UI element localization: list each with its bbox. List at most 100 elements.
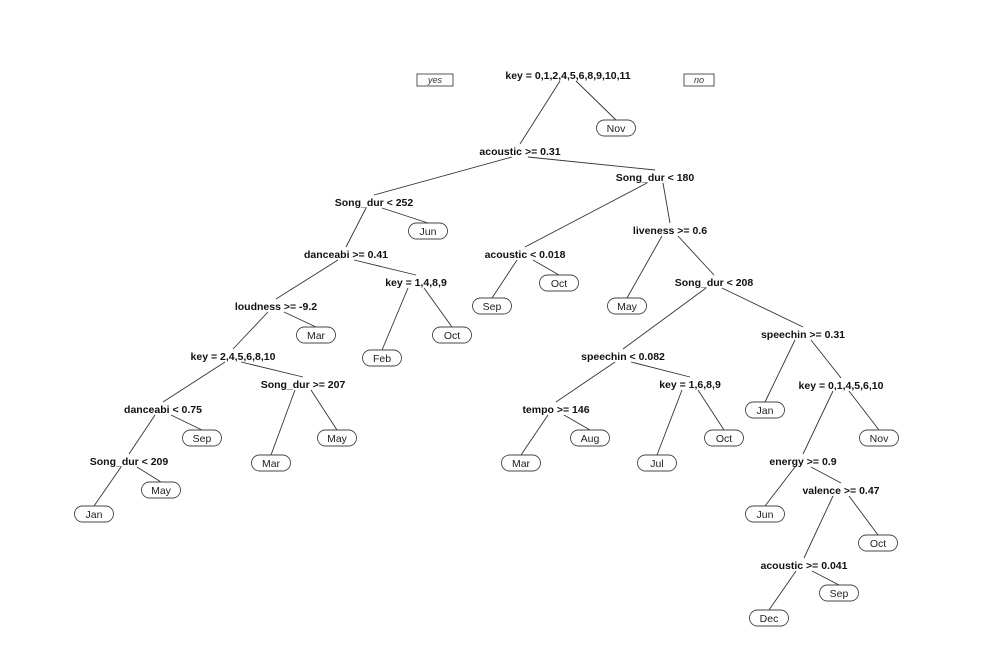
edge-root-yes-yes-yes-yes-yes-no-yes (270, 389, 296, 456)
leaf-label-root-yes-yes-yes-yes-yes-yes-no: Sep (193, 433, 212, 445)
split-label-root-yes-yes-yes-yes-yes-no: Song_dur >= 207 (261, 379, 346, 391)
edge-root-yes-no-no-no-no-no-yes-no-yes-no (811, 570, 840, 586)
leaf-box-root-yes-no-no-no-yes-yes-yes (501, 454, 541, 472)
edge-root-yes-no-no-no-no-no-yes-no-yes (803, 495, 834, 559)
split-label-root-yes-yes: Song_dur < 252 (335, 197, 414, 209)
split-label-root-yes-no-no-no-no: speechin >= 0.31 (761, 329, 845, 341)
leaf-box-root-yes-no-no-no-yes-no-yes (637, 454, 677, 472)
edge-root-yes-yes-yes-yes-no (283, 311, 317, 328)
split-label-root-yes: acoustic >= 0.31 (479, 146, 560, 158)
edge-root-yes-yes-yes-yes-yes (232, 311, 269, 350)
leaf-label-root-yes-no-no-no-no-no-yes-no-no: Oct (870, 538, 886, 550)
edge-root-yes-no-no-no-no-no (810, 339, 842, 379)
edge-root-yes-yes-yes-yes-yes-yes (162, 361, 226, 403)
yes-legend-label: yes (427, 75, 443, 85)
split-label-root-yes-yes-yes-yes: loudness >= -9.2 (235, 301, 317, 313)
edge-root-yes-no-no-no-no-no-yes (802, 390, 834, 455)
leaf-box-root-yes-yes-yes-no-no (432, 326, 472, 344)
no-legend-box (683, 73, 715, 87)
leaf-box-root-yes-no-no-no-no-no-yes-no-yes-no (819, 584, 859, 602)
edge-root-yes-no-no-no-no-no-yes-yes (764, 466, 796, 507)
leaf-label-root-yes-yes-yes-no-yes: Feb (373, 353, 391, 365)
leaf-box-root-yes-yes-yes-yes-yes-no-no (317, 429, 357, 447)
leaf-label-root-yes-yes-yes-yes-yes-yes-yes-no: May (151, 485, 172, 497)
edge-root-yes-yes-yes-yes-yes-no (240, 361, 304, 378)
split-label-root-yes-yes-yes-yes-yes-yes: danceabi < 0.75 (124, 404, 202, 416)
leaf-label-root-yes-no-no-no-no-no-yes-no-yes-no: Sep (830, 588, 849, 600)
edge-root-yes-no-no-no-no-no-yes-no-yes-yes (768, 570, 797, 611)
edge-root-yes-no-yes-no (532, 259, 560, 276)
leaf-box-root-yes-no-no-yes (607, 297, 647, 315)
edge-root-yes-no-no-no (677, 235, 715, 276)
leaf-label-root-yes-no-yes-yes: Sep (483, 301, 502, 313)
split-label-root-yes-yes-yes: danceabi >= 0.41 (304, 249, 388, 261)
edge-root-yes-no-yes-yes (491, 259, 518, 299)
split-label-root-yes-no-no-no-yes-no: key = 1,6,8,9 (659, 379, 721, 391)
leaf-label-root-yes-no-no-no-no-yes: Jan (757, 405, 774, 417)
edge-root-yes-yes (373, 156, 513, 196)
leaf-label-root-yes-no-no-no-yes-no-yes: Jul (650, 458, 663, 470)
leaf-label-root-yes-no-yes-no: Oct (551, 278, 567, 290)
edge-root-yes-no-no-no-yes (622, 287, 707, 350)
tree-nodes: key = 0,1,2,4,5,6,8,9,10,11 acoustic >= 0… (74, 70, 899, 627)
leaf-box-root-yes-no-no-no-no-no-yes-yes (745, 505, 785, 523)
leaf-label-root-yes-yes-yes-yes-yes-no-yes: Mar (262, 458, 281, 470)
leaf-box-root-yes-yes-yes-yes-yes-yes-no (182, 429, 222, 447)
split-label-root: key = 0,1,2,4,5,6,8,9,10,11 (505, 70, 630, 82)
edge-root-yes (519, 80, 561, 145)
leaf-box-root-yes-yes-no (408, 222, 448, 240)
edge-root-yes-no-no-no-no (721, 287, 804, 328)
edge-root-yes-no-no-no-yes-yes (555, 361, 616, 403)
edge-root-yes-yes-yes-yes (275, 259, 339, 300)
tree-edges (93, 80, 880, 611)
split-label-root-yes-no-no-no-no-no-yes-no: valence >= 0.47 (802, 485, 879, 497)
leaf-box-root-yes-yes-yes-yes-yes-yes-yes-yes (74, 505, 114, 523)
leaf-label-root-yes-no-no-no-no-no-yes-no-yes-yes: Dec (760, 613, 779, 625)
edge-root-yes-yes-yes-yes-yes-no-no (310, 389, 338, 431)
split-label-root-yes-no-no-no-yes-yes: tempo >= 146 (522, 404, 589, 416)
leaf-box-root-yes-no-no-no-no-no-no (859, 429, 899, 447)
split-label-root-yes-no-no-no: Song_dur < 208 (675, 277, 754, 289)
edge-root-no (575, 80, 617, 121)
split-label-root-yes-yes-yes-no: key = 1,4,8,9 (385, 277, 447, 289)
leaf-label-root-yes-yes-no: Jun (420, 226, 437, 238)
edge-root-yes-no-no-no-yes-yes-yes (520, 414, 549, 456)
leaf-label-root-yes-no-no-no-no-no-yes-yes: Jun (757, 509, 774, 521)
edge-root-yes-yes-yes-yes-yes-yes-yes-yes (93, 466, 122, 507)
legend: yes no (416, 73, 715, 87)
leaf-box-root-yes-yes-yes-no-yes (362, 349, 402, 367)
leaf-box-root-yes-no-no-no-no-no-yes-no-no (858, 534, 898, 552)
edge-root-yes-no-no-yes (626, 235, 663, 299)
leaf-label-root-yes-no-no-no-yes-no-no: Oct (716, 433, 732, 445)
leaf-box-root-yes-yes-yes-yes-no (296, 326, 336, 344)
edge-root-yes-yes-yes (345, 207, 367, 248)
edge-root-yes-no-no-no-no-no-no (848, 390, 880, 431)
split-label-root-yes-no-no-no-yes: speechin < 0.082 (581, 351, 665, 363)
edge-root-yes-no-no-no-no-yes (764, 339, 796, 403)
leaf-box-root-yes-no-no-no-yes-no-no (704, 429, 744, 447)
edge-root-yes-yes-yes-yes-yes-yes-yes (128, 414, 156, 455)
edge-root-yes-yes-yes-no (353, 259, 417, 276)
edge-root-yes-no-no (662, 182, 671, 224)
edge-root-yes-yes-yes-no-yes (381, 287, 409, 351)
edge-root-yes-no-yes (524, 182, 648, 248)
edge-root-yes-yes-yes-yes-yes-yes-no (170, 414, 203, 431)
leaf-label-root-yes-yes-yes-yes-no: Mar (307, 330, 326, 342)
split-label-root-yes-no-no-no-no-no: key = 0,1,4,5,6,10 (799, 380, 884, 392)
edge-root-yes-no-no-no-no-no-yes-no-no (848, 495, 879, 536)
split-label-root-yes-no-no: liveness >= 0.6 (633, 225, 707, 237)
leaf-box-root-yes-no-yes-no (539, 274, 579, 292)
leaf-box-root-yes-yes-yes-yes-yes-yes-yes-no (141, 481, 181, 499)
edge-root-yes-no (527, 156, 656, 171)
split-label-root-yes-yes-yes-yes-yes: key = 2,4,5,6,8,10 (191, 351, 276, 363)
leaf-box-root-yes-no-no-no-no-no-yes-no-yes-yes (749, 609, 789, 627)
leaf-label-root-yes-no-no-yes: May (617, 301, 638, 313)
no-legend-label: no (694, 75, 704, 85)
edge-root-yes-no-no-no-yes-no-yes (656, 389, 683, 456)
edge-root-yes-no-no-no-no-no-yes-no (810, 466, 842, 484)
leaf-label-root-yes-yes-yes-yes-yes-yes-yes-yes: Jan (86, 509, 103, 521)
leaf-box-root-yes-no-yes-yes (472, 297, 512, 315)
edge-root-yes-yes-no (381, 207, 429, 224)
leaf-box-root-yes-yes-yes-yes-yes-no-yes (251, 454, 291, 472)
